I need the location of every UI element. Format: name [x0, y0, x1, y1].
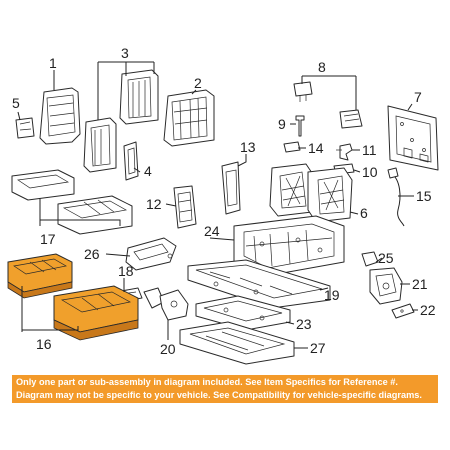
part-2-seat-back [163, 89, 215, 147]
notice-line-1: Only one part or sub-assembly in diagram… [16, 377, 398, 387]
callout-10: 10 [362, 164, 378, 180]
callout-9: 9 [278, 116, 286, 132]
callout-11: 11 [362, 142, 377, 158]
callout-labels: 1 2 3 4 5 6 7 8 9 10 11 12 13 14 15 16 1… [12, 45, 436, 357]
callout-19: 19 [324, 287, 340, 303]
callout-20: 20 [160, 341, 176, 357]
callout-22: 22 [420, 302, 436, 318]
part-24-floor-rail [233, 215, 345, 277]
part-25-clip [361, 251, 379, 267]
callout-leaders [17, 61, 418, 349]
callout-24: 24 [204, 223, 220, 239]
part-7-back-panel [387, 105, 439, 171]
part-26-bracket [125, 237, 177, 271]
part-27-floor-panel [179, 321, 295, 365]
callout-8: 8 [318, 59, 326, 75]
callout-16: 16 [36, 336, 52, 352]
callout-3: 3 [121, 45, 129, 61]
part-1-seat-back-cushion [39, 87, 81, 145]
part-9-guide [295, 115, 305, 137]
part-8-headrest [293, 81, 363, 129]
callout-26: 26 [84, 246, 100, 262]
callout-1: 1 [49, 55, 57, 71]
part-15-cable [387, 167, 405, 227]
part-5-pad [15, 117, 35, 139]
callout-14: 14 [308, 140, 324, 156]
callout-13: 13 [240, 139, 256, 155]
callout-21: 21 [412, 276, 428, 292]
part-23-crossmember [195, 295, 291, 331]
callout-4: 4 [144, 163, 152, 179]
callout-27: 27 [310, 340, 326, 356]
callout-5: 5 [12, 95, 20, 111]
part-14-clip [283, 141, 301, 153]
part-12-cover [173, 185, 197, 229]
part-16-seat-cushion-highlighted [7, 253, 139, 341]
part-19-lower-rail [187, 259, 331, 309]
callout-17: 17 [40, 231, 56, 247]
callout-6: 6 [360, 205, 368, 221]
part-17-seat-cushion [11, 169, 133, 235]
part-13-trim-panel [221, 161, 241, 215]
part-20-hinge [143, 287, 189, 321]
part-11-latch [336, 143, 353, 161]
part-4-trim [123, 141, 139, 181]
notice-line-2: Diagram may not be specific to your vehi… [16, 390, 422, 400]
part-6-seat-frame [269, 163, 353, 223]
part-21-cover [369, 267, 403, 305]
callout-7: 7 [414, 89, 422, 105]
callout-25: 25 [378, 250, 394, 266]
compatibility-notice: Only one part or sub-assembly in diagram… [12, 375, 438, 403]
callout-12: 12 [146, 196, 162, 212]
callout-18: 18 [118, 263, 134, 279]
part-22-trim [391, 303, 415, 319]
callout-23: 23 [296, 316, 312, 332]
callout-15: 15 [416, 188, 432, 204]
part-3-seat-back-frame [83, 69, 159, 173]
callout-2: 2 [194, 75, 202, 91]
